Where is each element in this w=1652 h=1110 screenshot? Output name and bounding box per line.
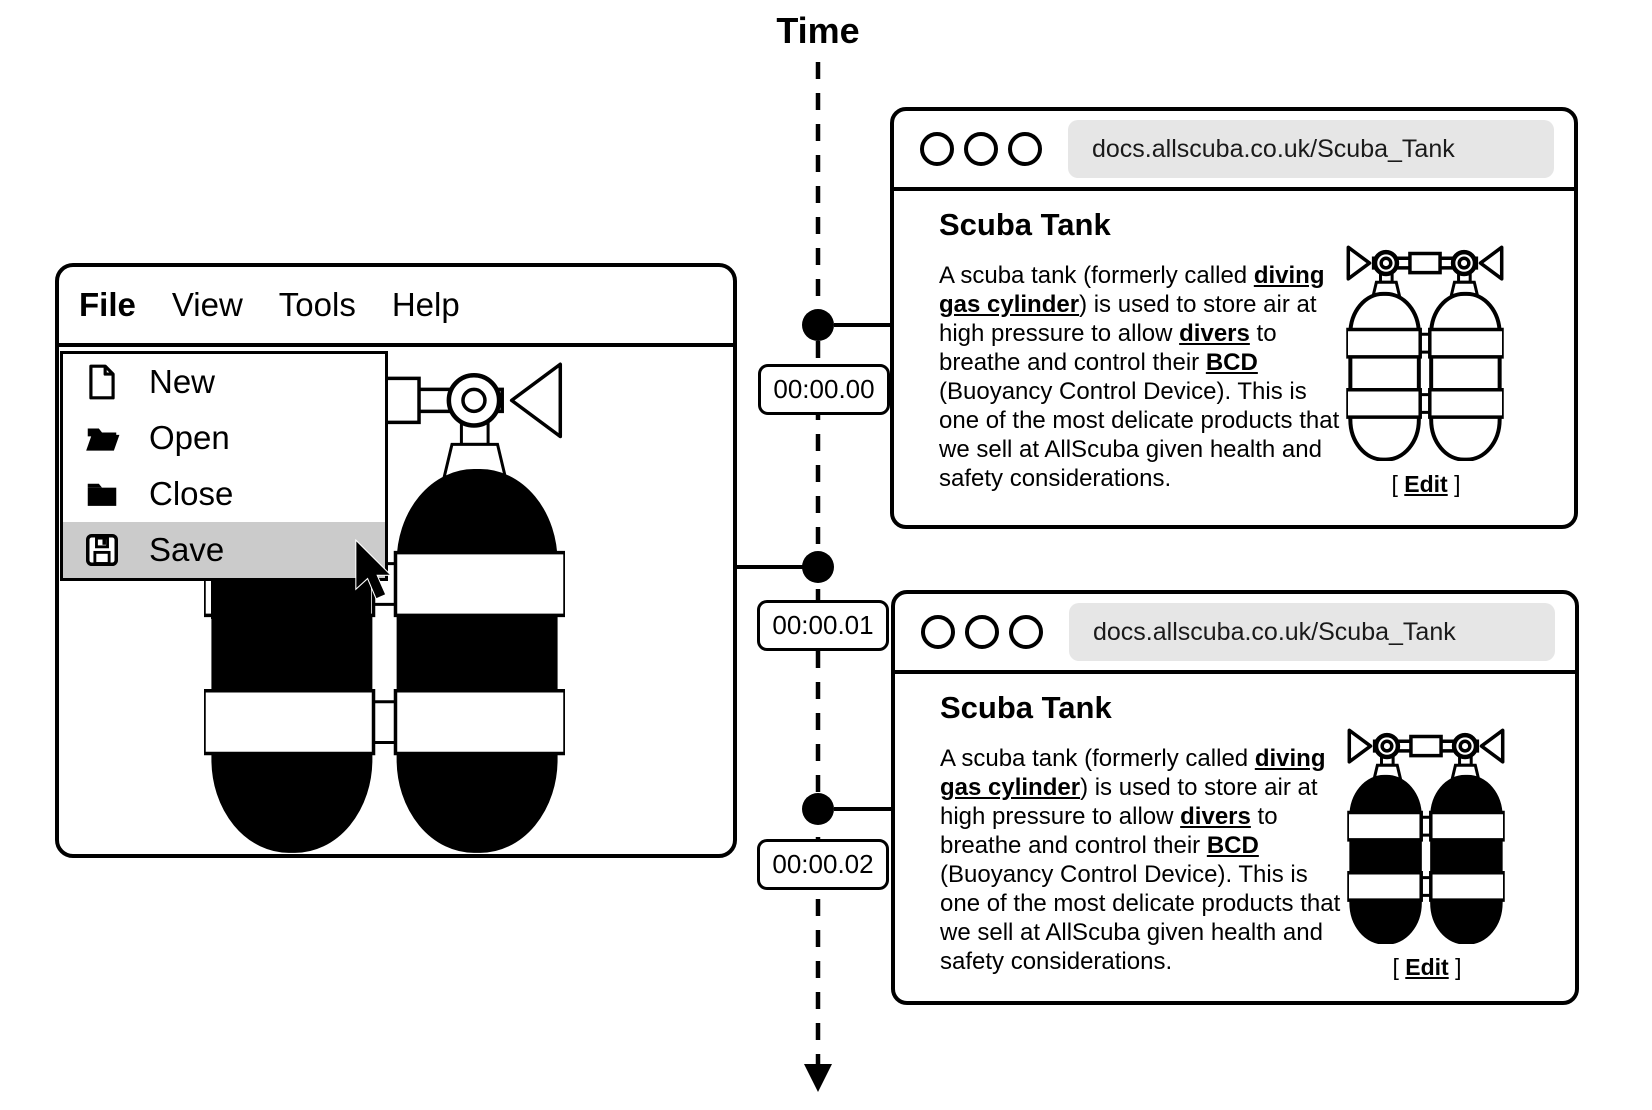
browser-header: docs.allscuba.co.uk/Scuba_Tank xyxy=(894,111,1574,191)
paragraph-text: ) is used to store air at high pressure … xyxy=(939,291,1317,347)
bracket: ] xyxy=(1447,471,1461,497)
url-bar[interactable]: docs.allscuba.co.uk/Scuba_Tank xyxy=(1069,603,1555,661)
time-dot-1 xyxy=(802,309,834,341)
closed-folder-icon xyxy=(83,475,121,513)
browser-window-1: docs.allscuba.co.uk/Scuba_Tank Scuba Tan… xyxy=(890,107,1578,529)
browser-header: docs.allscuba.co.uk/Scuba_Tank xyxy=(895,594,1575,674)
wiki-link[interactable]: divers xyxy=(1179,320,1250,347)
menu-item-label: Open xyxy=(149,419,230,456)
open-folder-icon xyxy=(83,419,121,457)
window-button-icon[interactable] xyxy=(1009,615,1043,649)
mouse-cursor-icon xyxy=(354,539,394,601)
page-title: Scuba Tank xyxy=(940,690,1112,725)
article-paragraph: A scuba tank (formerly called diving gas… xyxy=(939,261,1341,493)
timestamp-badge-3: 00:00.02 xyxy=(757,839,889,890)
scuba-tanks-illustration-outline xyxy=(1346,235,1504,461)
bracket: ] xyxy=(1448,954,1462,980)
file-menu-item-save[interactable]: Save xyxy=(63,522,385,578)
file-menu-dropdown: New Open Close Save xyxy=(60,351,388,581)
paragraph-text: A scuba tank (formerly called xyxy=(939,262,1254,289)
wiki-link[interactable]: diving gas cylinder xyxy=(939,262,1325,318)
url-bar[interactable]: docs.allscuba.co.uk/Scuba_Tank xyxy=(1068,120,1554,178)
bracket: [ xyxy=(1392,954,1406,980)
file-menu-item-open[interactable]: Open xyxy=(63,410,385,466)
edit-link[interactable]: Edit xyxy=(1404,471,1448,497)
scuba-tanks-illustration-filled xyxy=(1347,718,1505,944)
wiki-link[interactable]: BCD xyxy=(1205,349,1258,376)
window-button-icon[interactable] xyxy=(1008,132,1042,166)
page-title: Scuba Tank xyxy=(939,207,1111,242)
menu-view[interactable]: View xyxy=(171,286,243,323)
edit-link[interactable]: Edit xyxy=(1405,954,1449,980)
window-button-icon[interactable] xyxy=(965,615,999,649)
edit-link-wrap: [ Edit ] xyxy=(1326,471,1526,498)
time-axis-label: Time xyxy=(776,10,860,51)
wiki-link[interactable]: diving gas cylinder xyxy=(940,745,1326,801)
save-floppy-icon xyxy=(83,531,121,569)
paragraph-text: to breathe and control their xyxy=(940,803,1278,859)
file-menu-item-close[interactable]: Close xyxy=(63,466,385,522)
article-paragraph: A scuba tank (formerly called diving gas… xyxy=(940,744,1342,976)
file-menu-item-new[interactable]: New xyxy=(63,354,385,410)
app-window: File View Tools Help New Open Close xyxy=(55,263,737,858)
menu-item-label: Close xyxy=(149,475,234,512)
wiki-link[interactable]: divers xyxy=(1180,803,1251,830)
left-tank-shade xyxy=(211,579,371,619)
menu-item-label: New xyxy=(149,363,216,400)
bracket: [ xyxy=(1391,471,1405,497)
menu-item-label: Save xyxy=(149,531,225,568)
menu-help[interactable]: Help xyxy=(391,286,460,323)
window-button-icon[interactable] xyxy=(920,132,954,166)
paragraph-text: (Buoyancy Control Device). This is one o… xyxy=(939,378,1340,492)
new-file-icon xyxy=(83,363,121,401)
browser-window-2: docs.allscuba.co.uk/Scuba_Tank Scuba Tan… xyxy=(891,590,1579,1005)
timestamp-badge-1: 00:00.00 xyxy=(758,364,890,415)
paragraph-text: ) is used to store air at high pressure … xyxy=(940,774,1318,830)
paragraph-text: (Buoyancy Control Device). This is one o… xyxy=(940,861,1341,975)
menu-bar: File View Tools Help xyxy=(59,267,733,347)
wiki-link[interactable]: BCD xyxy=(1206,832,1259,859)
timeline-arrowhead-icon xyxy=(804,1064,832,1092)
menu-file[interactable]: File xyxy=(79,286,136,323)
menu-tools[interactable]: Tools xyxy=(278,286,356,323)
paragraph-text: A scuba tank (formerly called xyxy=(940,745,1255,772)
timestamp-badge-2: 00:00.01 xyxy=(757,600,889,651)
time-dot-3 xyxy=(802,793,834,825)
edit-link-wrap: [ Edit ] xyxy=(1327,954,1527,981)
window-button-icon[interactable] xyxy=(964,132,998,166)
paragraph-text: to breathe and control their xyxy=(939,320,1277,376)
window-button-icon[interactable] xyxy=(921,615,955,649)
time-dot-2 xyxy=(802,551,834,583)
